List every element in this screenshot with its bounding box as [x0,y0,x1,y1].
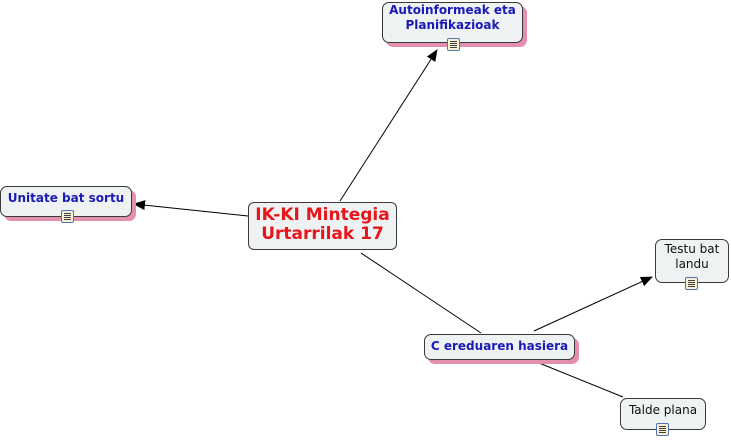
concept-node-testu[interactable]: Testu bat landu [655,239,729,290]
concept-node-unitate[interactable]: Unitate bat sortu [0,186,132,223]
root-concept-label: IK-KI Mintegia Urtarrilak 17 [255,205,390,244]
connection-root-to-autoinformeak [339,49,438,202]
resource-document-icon[interactable] [685,277,698,290]
connection-root-to-unitate [133,200,249,217]
connection-c-eredua-to-testu [533,276,653,332]
concept-label-testu: Testu bat landu [664,242,720,271]
connection-root-to-c-eredua [360,252,482,334]
root-concept-node[interactable]: IK-KI Mintegia Urtarrilak 17 [248,202,397,250]
resource-document-icon[interactable] [656,423,669,436]
concept-node-c-eredua[interactable]: C ereduaren hasiera [424,334,575,360]
connection-c-eredua-to-talde [538,362,624,398]
resource-document-icon[interactable] [447,38,460,51]
concept-label-c-eredua: C ereduaren hasiera [430,338,569,353]
resource-document-icon[interactable] [61,210,74,223]
concept-node-talde[interactable]: Talde plana [620,398,706,436]
concept-label-autoinformeak: Autoinformeak eta Planifikazioak [389,2,516,32]
concept-node-autoinformeak[interactable]: Autoinformeak eta Planifikazioak [382,2,523,51]
concept-label-talde: Talde plana [628,402,698,417]
concept-label-unitate: Unitate bat sortu [7,191,125,205]
